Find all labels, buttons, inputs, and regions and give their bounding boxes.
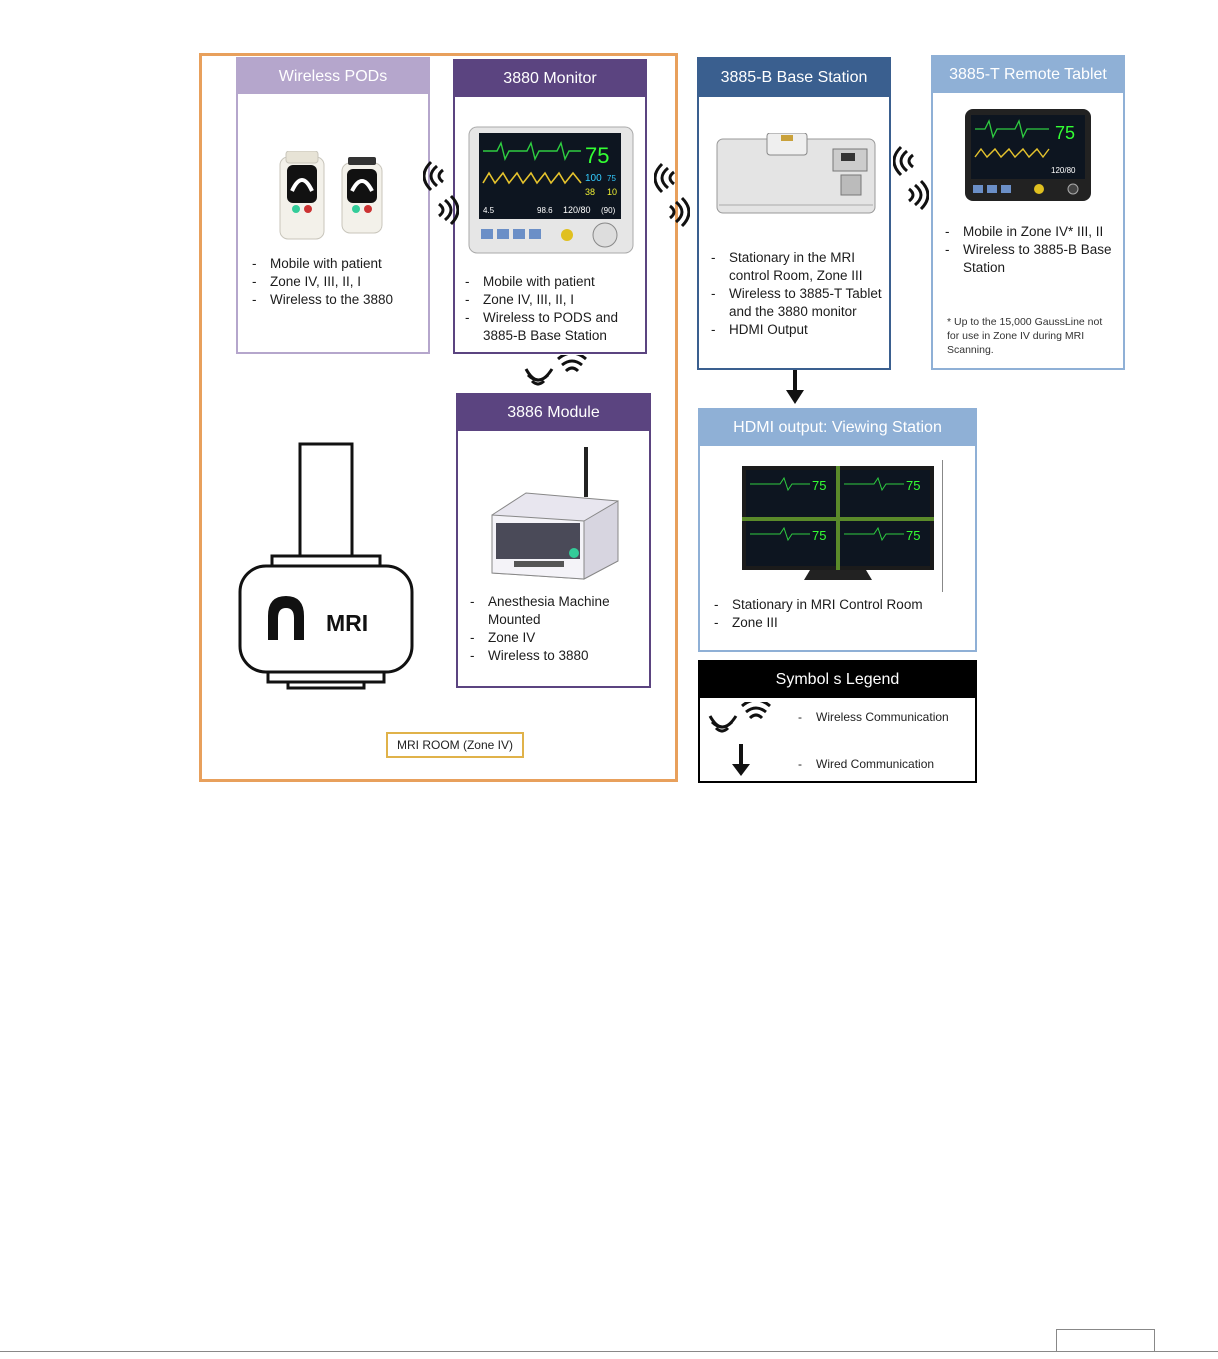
list-item: Mobile with patient <box>250 255 428 273</box>
temp2-readout: 98.6 <box>537 206 553 215</box>
base-station-3885b-title: 3885-B Base Station <box>699 59 889 97</box>
list-item: Wireless to the 3880 <box>250 291 428 309</box>
monitor-3880-list: Mobile with patient Zone IV, III, II, I … <box>463 273 643 345</box>
wireless-pods-image <box>276 151 396 241</box>
temp-readout: 38 <box>585 187 595 197</box>
spo2-readout: 100 <box>585 173 602 184</box>
remote-tablet-image: 75 120/80 <box>963 107 1093 203</box>
base-station-3885b-card: 3885-B Base Station Stationary in the MR… <box>697 57 891 370</box>
legend-wired-arrow-icon <box>730 742 752 778</box>
etco2-readout: 4.5 <box>483 206 495 215</box>
hdmi-hr-readout-4: 75 <box>906 528 920 543</box>
list-item: Stationary in MRI Control Room <box>712 596 962 614</box>
legend-wireless-label: -Wireless Communication <box>798 710 949 724</box>
remote-tablet-3885t-card: 3885-T Remote Tablet 75 120/80 Mobile in… <box>931 55 1125 370</box>
wired-arrow-icon <box>784 368 806 406</box>
legend-wired-text: Wired Communication <box>816 757 934 771</box>
list-item: Stationary in the MRI control Room, Zone… <box>709 249 887 285</box>
page-number-box <box>1056 1329 1155 1351</box>
list-item-line: Wireless to PODS and <box>483 310 618 325</box>
list-item: Wireless to 3880 <box>468 647 648 665</box>
hdmi-station-title: HDMI output: Viewing Station <box>700 410 975 446</box>
wireless-icon <box>423 160 459 226</box>
list-item: Wireless to 3885-T Tablet and the 3880 m… <box>709 285 887 321</box>
legend-title: Symbol s Legend <box>700 662 975 698</box>
list-item-line: 3885-B Base Station <box>483 328 607 343</box>
base-station-list: Stationary in the MRI control Room, Zone… <box>709 249 887 339</box>
hdmi-hr-readout-3: 75 <box>812 528 826 543</box>
hdmi-station-list: Stationary in MRI Control Room Zone III <box>712 596 962 632</box>
monitor-3880-image: 75 100 75 38 10 4.5 98.6 120/80 (90) <box>467 125 635 255</box>
map-readout: (90) <box>601 206 616 215</box>
wireless-pods-title: Wireless PODs <box>238 59 428 94</box>
tablet-nibp-readout: 120/80 <box>1051 166 1076 175</box>
remote-tablet-title: 3885-T Remote Tablet <box>933 57 1123 93</box>
list-item: Zone IV <box>468 629 648 647</box>
list-item: Anesthesia Machine Mounted <box>468 593 628 629</box>
list-item: Zone IV, III, II, I <box>250 273 428 291</box>
nibp-readout: 120/80 <box>563 205 591 215</box>
tablet-hr-readout: 75 <box>1055 123 1075 143</box>
monitor-3880-title: 3880 Monitor <box>455 61 645 97</box>
hdmi-station-card: HDMI output: Viewing Station 75 75 75 75… <box>698 408 977 652</box>
resp-readout: 10 <box>607 187 617 197</box>
mri-room-label: MRI ROOM (Zone IV) <box>386 732 524 758</box>
footer-rule <box>0 1351 1218 1352</box>
mri-scanner-icon <box>236 440 416 690</box>
legend-wireless-icon <box>708 702 778 738</box>
list-item: HDMI Output <box>709 321 887 339</box>
mri-room-label-text: MRI ROOM (Zone IV) <box>397 738 513 752</box>
wireless-pods-list: Mobile with patient Zone IV, III, II, I … <box>250 255 428 309</box>
hdmi-hr-readout-1: 75 <box>812 478 826 493</box>
monitor-3880-card: 3880 Monitor 75 100 75 38 10 4.5 98.6 12… <box>453 59 647 354</box>
remote-tablet-footnote: * Up to the 15,000 GaussLine not for use… <box>947 315 1117 357</box>
hdmi-viewing-station-image: 75 75 75 75 <box>740 464 936 588</box>
list-item: Mobile in Zone IV* III, II <box>943 223 1123 241</box>
module-3886-image <box>486 445 626 585</box>
list-item: Zone IV, III, II, I <box>463 291 643 309</box>
wireless-icon <box>654 162 690 228</box>
wireless-icon <box>893 145 929 211</box>
hdmi-divider <box>942 460 943 592</box>
wireless-icon <box>524 355 594 391</box>
hdmi-hr-readout-2: 75 <box>906 478 920 493</box>
legend-wired-label: -Wired Communication <box>798 757 934 771</box>
base-station-image <box>715 133 877 217</box>
module-3886-list: Anesthesia Machine Mounted Zone IV Wirel… <box>468 593 648 665</box>
list-item: Mobile with patient <box>463 273 643 291</box>
module-3886-card: 3886 Module Anesthesia Machine Mounted Z… <box>456 393 651 688</box>
remote-tablet-list: Mobile in Zone IV* III, II Wireless to 3… <box>943 223 1123 277</box>
symbols-legend: Symbol s Legend -Wireless Communication … <box>698 660 977 783</box>
hr-readout: 75 <box>585 143 609 168</box>
legend-wireless-text: Wireless Communication <box>816 710 949 724</box>
list-item: Wireless to PODS and 3885-B Base Station <box>463 309 643 345</box>
wireless-pods-card: Wireless PODs Mobile with patient Zone I… <box>236 57 430 354</box>
module-3886-title: 3886 Module <box>458 395 649 431</box>
mri-label: MRI <box>326 610 368 637</box>
list-item: Zone III <box>712 614 962 632</box>
list-item: Wireless to 3885-B Base Station <box>943 241 1123 277</box>
spo2-b-readout: 75 <box>607 174 616 183</box>
